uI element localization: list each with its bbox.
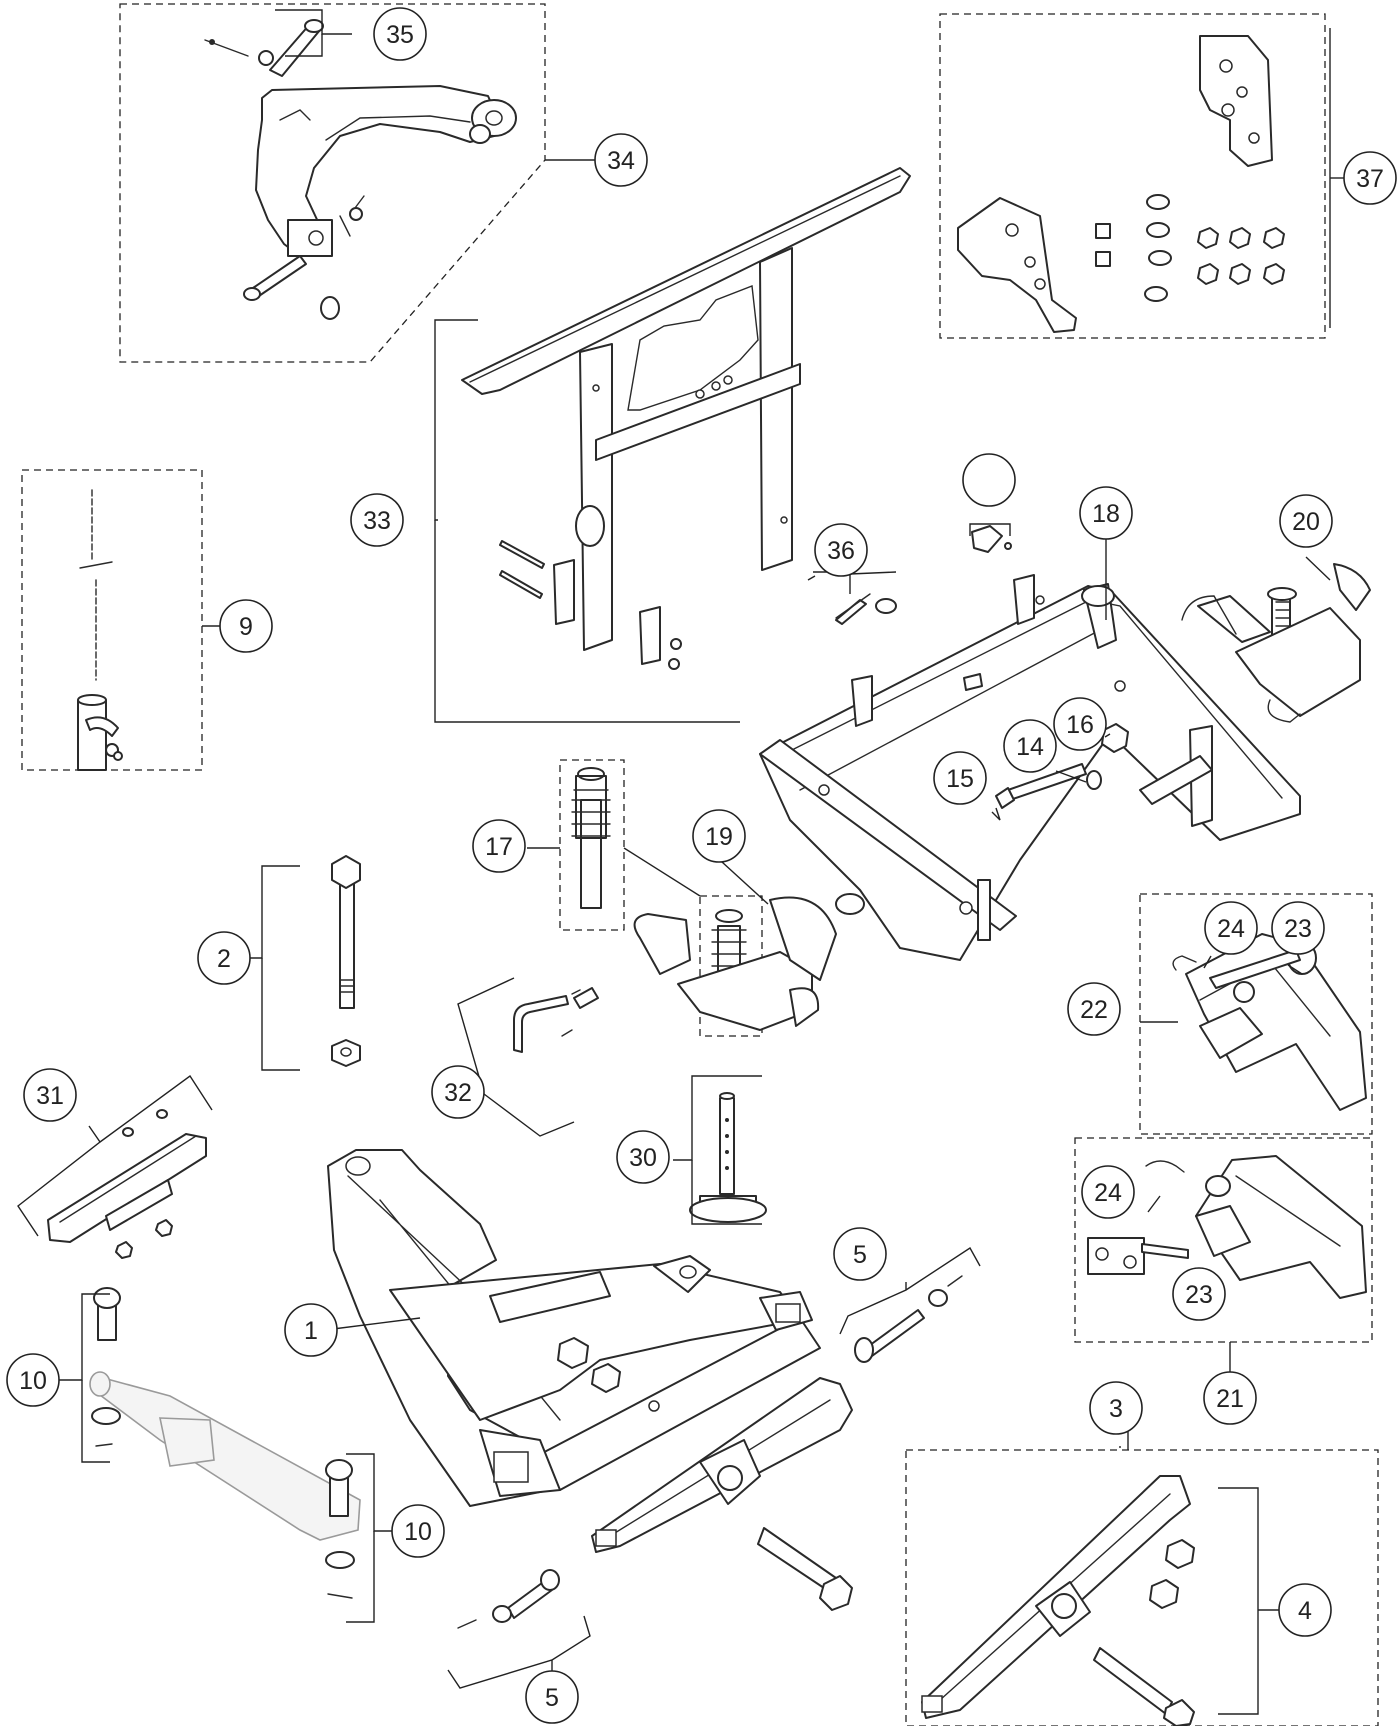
pin-5-lower <box>457 1569 560 1629</box>
svg-text:32: 32 <box>444 1079 472 1107</box>
callout-9: 9 <box>219 599 273 653</box>
group-box-17 <box>559 759 625 931</box>
callout-14: 14 <box>1003 719 1057 773</box>
group-box-32 <box>119 3 546 363</box>
callout-10-right: 10 <box>391 1504 445 1558</box>
push-frame <box>759 574 1301 961</box>
svg-text:4: 4 <box>1298 1597 1312 1625</box>
callout-31: 33 <box>350 493 404 547</box>
callout-21: 21 <box>1203 1371 1257 1425</box>
svg-text:22: 22 <box>1080 996 1108 1024</box>
svg-text:23: 23 <box>1185 1281 1213 1309</box>
callout-32: 34 <box>594 133 648 187</box>
svg-text:3: 3 <box>1109 1395 1123 1423</box>
push-beam-center <box>591 1377 853 1611</box>
washer-14 <box>1086 770 1102 790</box>
callout-24-lower: 24 <box>1081 1165 1135 1219</box>
callout-5-upper: 5 <box>833 1227 887 1281</box>
svg-text:21: 21 <box>1216 1385 1244 1413</box>
svg-text:35: 35 <box>386 21 414 49</box>
callout-27: 30 <box>616 1130 670 1184</box>
receiver-assembly-21 <box>1087 1155 1367 1299</box>
callout-10-left: 10 <box>6 1353 60 1407</box>
callout-4: 4 <box>1278 1583 1332 1637</box>
callout-18: 18 <box>1079 486 1133 540</box>
callout-30: 32 <box>431 1065 485 1119</box>
svg-text:9: 9 <box>239 613 253 641</box>
callout-5-lower: 5 <box>525 1670 579 1724</box>
a-frame-1 <box>327 1149 821 1507</box>
group-box-3 <box>905 1449 1379 1726</box>
clip-37 <box>971 525 1012 553</box>
callout-3: 3 <box>1089 1381 1143 1435</box>
callout-16: 16 <box>1053 697 1107 751</box>
callout-24-upper: 24 <box>1204 901 1258 955</box>
svg-text:37: 37 <box>1356 165 1384 193</box>
svg-text:16: 16 <box>1066 711 1094 739</box>
handle-30 <box>513 987 599 1053</box>
jack-stand-27 <box>689 1092 767 1223</box>
leader-lines <box>17 9 1345 1715</box>
callout-20: 20 <box>1279 494 1333 548</box>
nut-16 <box>1101 723 1129 753</box>
bolt-15 <box>995 763 1087 809</box>
svg-text:30: 30 <box>629 1144 657 1172</box>
callout-1: 1 <box>284 1303 338 1357</box>
svg-text:14: 14 <box>1016 733 1044 761</box>
latch-assembly-20 <box>1181 563 1371 723</box>
svg-text:10: 10 <box>19 1367 47 1395</box>
svg-text:24: 24 <box>1217 915 1245 943</box>
lift-arm-assembly <box>204 19 517 320</box>
callout-33: 35 <box>373 7 427 61</box>
callout-2: 2 <box>197 931 251 985</box>
group-box-36 <box>939 13 1326 339</box>
cylinder-10 <box>89 1287 361 1599</box>
svg-text:2: 2 <box>217 945 231 973</box>
svg-text:5: 5 <box>853 1241 867 1269</box>
side-bracket-kit <box>957 35 1285 333</box>
pin-and-clip-34 <box>835 593 897 625</box>
svg-text:5: 5 <box>545 1684 559 1712</box>
svg-text:1: 1 <box>304 1317 318 1345</box>
svg-text:17: 17 <box>485 833 513 861</box>
a-frame-tower <box>461 167 911 670</box>
svg-text:19: 19 <box>705 823 733 851</box>
group-box-22 <box>1139 893 1373 1135</box>
svg-text:31: 31 <box>36 1082 64 1110</box>
pin-5-upper <box>854 1275 963 1363</box>
guard-35 <box>47 1109 207 1259</box>
svg-text:10: 10 <box>404 1518 432 1546</box>
callout-23-upper: 23 <box>1271 901 1325 955</box>
latch-assembly-19 <box>633 896 837 1031</box>
svg-text:15: 15 <box>946 765 974 793</box>
push-beam-kit-3 <box>921 1475 1195 1726</box>
callout-15: 15 <box>933 751 987 805</box>
chain-kit <box>77 489 123 771</box>
callout-22: 22 <box>1067 982 1121 1036</box>
svg-text:23: 23 <box>1284 915 1312 943</box>
bolt-2 <box>331 855 361 1067</box>
group-box-9 <box>21 469 203 771</box>
svg-text:34: 34 <box>607 147 635 175</box>
svg-text:24: 24 <box>1094 1179 1122 1207</box>
callout-37 <box>962 453 1016 507</box>
svg-text:20: 20 <box>1292 508 1320 536</box>
svg-text:18: 18 <box>1092 500 1120 528</box>
callout-23-lower: 23 <box>1172 1267 1226 1321</box>
callout-35: 31 <box>23 1068 77 1122</box>
spring-pin-17 <box>571 767 611 909</box>
svg-text:36: 36 <box>827 537 855 565</box>
callout-34: 36 <box>814 523 868 577</box>
callout-36: 37 <box>1343 151 1397 205</box>
svg-text:33: 33 <box>363 507 391 535</box>
group-box-21 <box>1074 1137 1373 1343</box>
receiver-assembly-22 <box>1172 933 1367 1111</box>
callout-17: 17 <box>472 819 526 873</box>
callout-19: 19 <box>692 809 746 863</box>
